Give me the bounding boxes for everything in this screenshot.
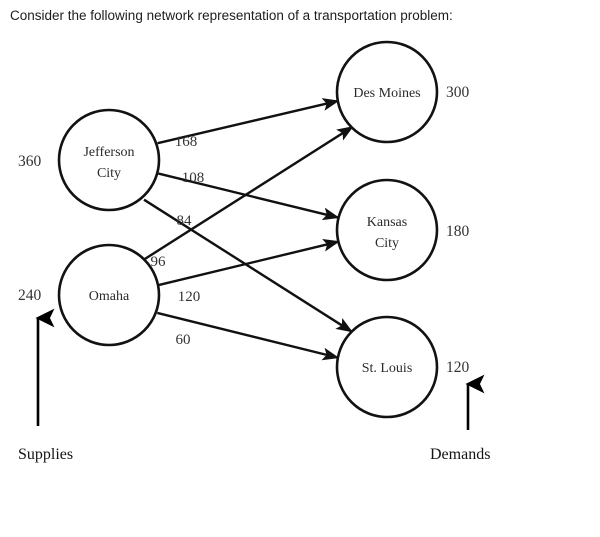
node-des-moines: Des Moines 300 [335,40,470,144]
edge-omaha-to-st-louis [157,311,340,361]
supply-value-omaha: 240 [18,287,42,304]
node-des-moines-circle [335,40,439,144]
node-des-moines-label-line1: Des Moines [353,86,420,101]
prompt-text: Consider the following network represent… [10,8,453,23]
edge-cost-omaha-st-louis: 60 [176,332,191,348]
node-omaha-label-line1: Omaha [89,289,130,304]
transportation-network-diagram: 168 108 84 96 120 60 Jefferson City 360 … [18,40,490,463]
node-st-louis-label-line1: St. Louis [362,361,413,376]
edge-cost-omaha-des-moines: 96 [151,254,167,270]
node-jefferson-city-circle [57,108,161,212]
node-kansas-city-label-line2: City [375,236,399,251]
node-kansas-city-circle [335,178,439,282]
node-omaha: Omaha 240 [18,243,161,347]
edge-cost-omaha-kansas-city: 120 [178,289,201,305]
edge-cost-jefferson-city-st-louis: 84 [177,213,193,229]
node-jefferson-city-label-line2: City [97,166,121,181]
supplies-axis-arrow: Supplies [18,308,73,463]
edge-cost-jefferson-city-kansas-city: 108 [182,170,205,186]
edge-cost-labels: 168 108 84 96 120 60 [151,134,205,348]
edge-omaha-to-kansas-city [158,238,340,287]
edge-jefferson-city-to-st-louis [143,198,353,333]
demand-value-st-louis: 120 [446,359,470,376]
edge-cost-jefferson-city-des-moines: 168 [175,134,198,150]
edge-jefferson-city-to-des-moines [157,98,340,145]
edge-omaha-to-des-moines [143,126,354,261]
node-st-louis-circle [335,315,439,419]
demands-axis-arrow: Demands [430,374,490,463]
node-jefferson-city-label-line1: Jefferson [83,145,134,160]
node-st-louis: St. Louis 120 [335,315,470,419]
node-jefferson-city: Jefferson City 360 [18,108,161,212]
node-kansas-city: Kansas City 180 [335,178,470,282]
node-omaha-circle [57,243,161,347]
demand-value-des-moines: 300 [446,84,470,101]
supply-value-jefferson-city: 360 [18,153,42,170]
demands-caption: Demands [430,446,490,463]
edge-group-omaha [143,126,354,361]
supplies-caption: Supplies [18,446,73,463]
node-kansas-city-label-line1: Kansas [367,215,407,230]
edge-jefferson-city-to-kansas-city [158,172,340,221]
demand-value-kansas-city: 180 [446,223,470,240]
edge-group-jefferson-city [143,98,353,333]
